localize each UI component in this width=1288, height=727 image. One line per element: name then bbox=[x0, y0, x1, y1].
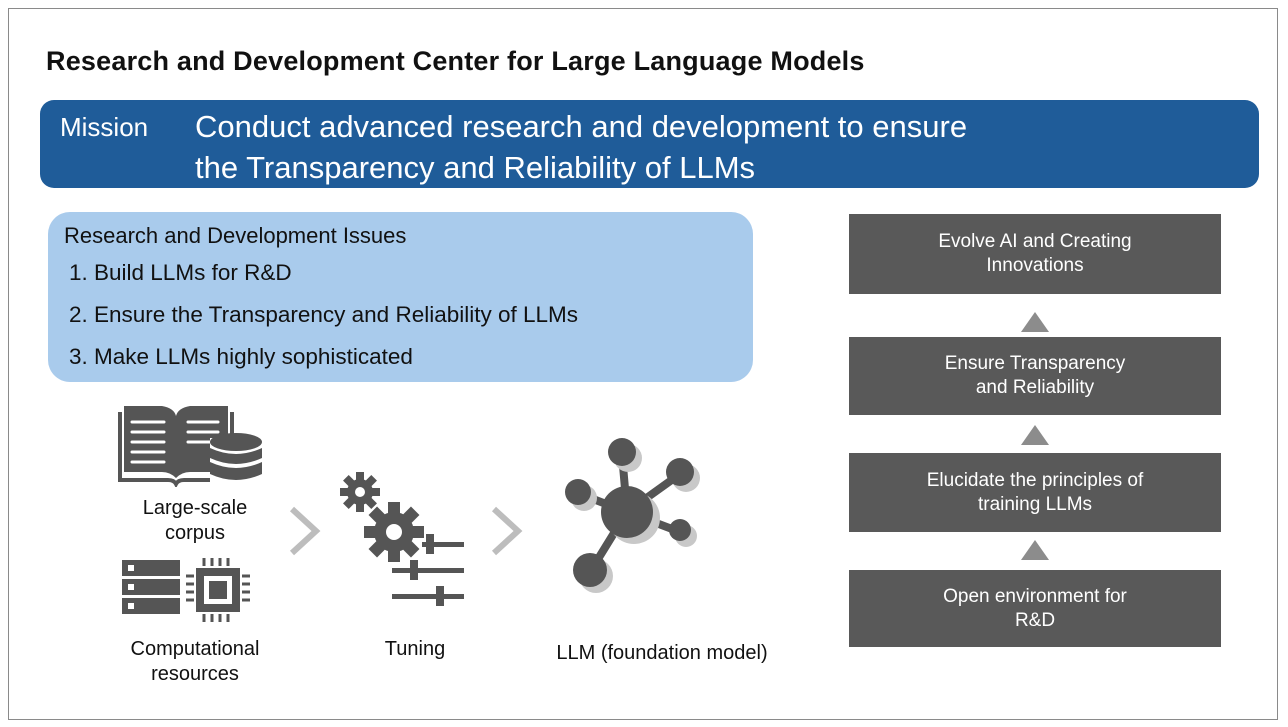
mission-text: Conduct advanced research and developmen… bbox=[195, 106, 1195, 188]
mission-banner: Mission Conduct advanced research and de… bbox=[40, 100, 1259, 188]
step-elucidate: Elucidate the principles of training LLM… bbox=[849, 453, 1221, 532]
issues-heading: Research and Development Issues bbox=[64, 223, 407, 248]
step-evolve-ai-line2: Innovations bbox=[986, 255, 1084, 276]
book-database-icon bbox=[118, 406, 262, 487]
issues-list: 1. Build LLMs for R&D 2. Ensure the Tran… bbox=[69, 259, 578, 385]
page-title: Research and Development Center for Larg… bbox=[46, 46, 865, 76]
step-open-environment: Open environment for R&D bbox=[849, 570, 1221, 647]
triangle-up-icon bbox=[1021, 312, 1049, 332]
step-evolve-ai: Evolve AI and Creating Innovations bbox=[849, 214, 1221, 294]
llm-label: LLM (foundation model) bbox=[556, 642, 768, 664]
step-transparency-line2: and Reliability bbox=[975, 377, 1095, 398]
network-node-icon bbox=[565, 438, 700, 593]
step-evolve-ai-line1: Evolve AI and Creating bbox=[938, 231, 1132, 252]
server-chip-icon bbox=[122, 558, 250, 622]
mission-label: Mission bbox=[60, 112, 149, 142]
issue-item: 2. Ensure the Transparency and Reliabili… bbox=[69, 302, 579, 327]
step-open-environment-line1: Open environment for bbox=[943, 585, 1127, 607]
compute-label: Computational resources bbox=[105, 637, 285, 687]
issue-item: 3. Make LLMs highly sophisticated bbox=[69, 344, 413, 369]
step-elucidate-line1: Elucidate the principles of bbox=[926, 469, 1144, 491]
gear-tuning-icon bbox=[340, 472, 464, 606]
step-open-environment-line2: R&D bbox=[1014, 609, 1056, 631]
chevron-right-icon bbox=[491, 506, 523, 556]
chevron-right-icon bbox=[289, 506, 321, 556]
issues-box: Research and Development Issues 1. Build… bbox=[48, 212, 753, 382]
step-elucidate-line2: training LLMs bbox=[977, 493, 1093, 515]
corpus-label: Large-scale corpus bbox=[115, 496, 275, 546]
mission-text-line2: the Transparency and Reliability of LLMs bbox=[195, 150, 756, 185]
issue-item: 1. Build LLMs for R&D bbox=[69, 260, 292, 285]
compute-label-line1: Computational bbox=[130, 638, 260, 660]
corpus-label-line2: corpus bbox=[164, 522, 226, 544]
triangle-up-icon bbox=[1021, 425, 1049, 445]
step-transparency: Ensure Transparency and Reliability bbox=[849, 337, 1221, 415]
step-transparency-line1: Ensure Transparency bbox=[944, 353, 1126, 374]
compute-label-line2: resources bbox=[151, 663, 239, 685]
corpus-label-line1: Large-scale bbox=[142, 497, 248, 519]
tuning-label: Tuning bbox=[384, 638, 446, 660]
triangle-up-icon bbox=[1021, 540, 1049, 560]
mission-text-line1: Conduct advanced research and developmen… bbox=[195, 109, 968, 144]
